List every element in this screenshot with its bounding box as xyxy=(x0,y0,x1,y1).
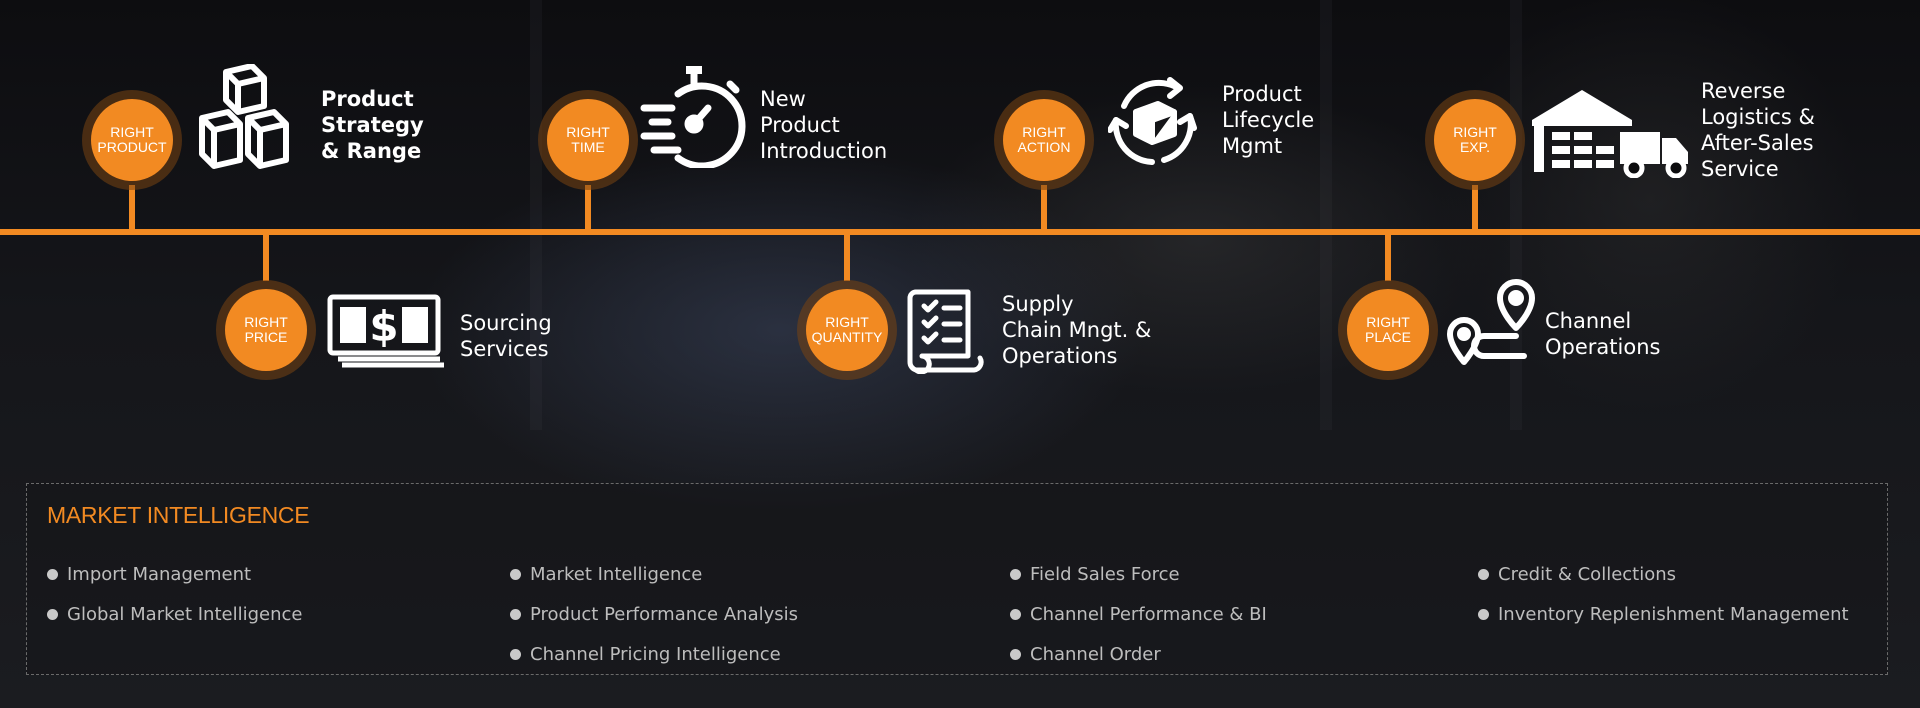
list-item: Market Intelligence xyxy=(510,554,798,594)
node-label-supply-chain: Supply Chain Mngt. & Operations xyxy=(1002,292,1152,368)
badge-right-product: RIGHT PRODUCT xyxy=(82,90,182,190)
market-intelligence-title: MARKET INTELLIGENCE xyxy=(47,502,310,528)
timeline-stem xyxy=(1472,185,1478,231)
checklist-scroll-icon xyxy=(906,288,986,374)
list-item: Field Sales Force xyxy=(1010,554,1267,594)
node-label-product-lifecycle: Product Lifecycle Mgmt xyxy=(1222,82,1315,158)
bullet-icon xyxy=(1478,608,1489,620)
mi-column: Import Management Global Market Intellig… xyxy=(47,554,302,634)
list-item-text: Inventory Replenishment Management xyxy=(1498,603,1849,625)
badge-right-action: RIGHT ACTION xyxy=(994,90,1094,190)
bullet-icon xyxy=(1478,568,1489,580)
market-intelligence-panel: MARKET INTELLIGENCE Import Management Gl… xyxy=(26,483,1888,675)
list-item: Product Performance Analysis xyxy=(510,594,798,634)
route-pins-icon xyxy=(1444,278,1540,370)
badge-text: RIGHT PLACE xyxy=(1347,289,1429,371)
badge-right-exp: RIGHT EXP. xyxy=(1425,90,1525,190)
list-item-text: Global Market Intelligence xyxy=(67,603,303,625)
list-item-text: Credit & Collections xyxy=(1498,563,1677,585)
list-item-text: Channel Performance & BI xyxy=(1030,603,1267,625)
bullet-icon xyxy=(1010,608,1021,620)
warehouse-truck-icon xyxy=(1532,88,1690,178)
bullet-icon xyxy=(510,648,521,660)
node-label-reverse-logistics: Reverse Logistics & After-Sales Service xyxy=(1701,79,1815,181)
timeline-stem xyxy=(129,185,135,231)
list-item-text: Channel Order xyxy=(1030,643,1161,665)
badge-right-price: RIGHT PRICE xyxy=(216,280,316,380)
boxes-icon xyxy=(196,64,304,172)
mi-column: Field Sales Force Channel Performance & … xyxy=(1010,554,1267,674)
timeline-stem xyxy=(1385,231,1391,281)
badge-text: RIGHT TIME xyxy=(547,99,629,181)
bullet-icon xyxy=(510,568,521,580)
badge-right-place: RIGHT PLACE xyxy=(1338,280,1438,380)
badge-text: RIGHT EXP. xyxy=(1434,99,1516,181)
list-item-text: Channel Pricing Intelligence xyxy=(530,643,781,665)
list-item: Channel Order xyxy=(1010,634,1267,674)
node-label-sourcing-services: Sourcing Services xyxy=(460,311,552,361)
bullet-icon xyxy=(510,608,521,620)
list-item-text: Import Management xyxy=(67,563,252,585)
stopwatch-icon xyxy=(638,64,748,168)
list-item: Channel Performance & BI xyxy=(1010,594,1267,634)
money-stack-icon: $ xyxy=(326,293,446,371)
svg-text:$: $ xyxy=(369,302,398,351)
list-item-text: Product Performance Analysis xyxy=(530,603,799,625)
bullet-icon xyxy=(1010,648,1021,660)
mi-column: Market Intelligence Product Performance … xyxy=(510,554,798,674)
background-shelf xyxy=(530,0,542,430)
list-item: Global Market Intelligence xyxy=(47,594,302,634)
badge-text: RIGHT ACTION xyxy=(1003,99,1085,181)
bullet-icon xyxy=(47,568,58,580)
badge-text: RIGHT PRODUCT xyxy=(91,99,173,181)
box-cycle-icon xyxy=(1108,76,1200,166)
list-item-text: Market Intelligence xyxy=(530,563,703,585)
background-shelf xyxy=(1320,0,1332,430)
mi-column: Credit & Collections Inventory Replenish… xyxy=(1478,554,1849,634)
timeline-stem xyxy=(585,185,591,231)
list-item: Inventory Replenishment Management xyxy=(1478,594,1849,634)
timeline-stem xyxy=(263,231,269,281)
timeline-stem xyxy=(1041,185,1047,231)
node-label-new-product-introduction: New Product Introduction xyxy=(760,87,888,163)
list-item-text: Field Sales Force xyxy=(1030,563,1180,585)
timeline-line xyxy=(0,229,1920,235)
node-label-product-strategy: Product Strategy & Range xyxy=(321,87,424,163)
badge-right-time: RIGHT TIME xyxy=(538,90,638,190)
timeline-stem xyxy=(844,231,850,281)
bullet-icon xyxy=(47,608,58,620)
bullet-icon xyxy=(1010,568,1021,580)
badge-right-quantity: RIGHT QUANTITY xyxy=(797,280,897,380)
node-label-channel-operations: Channel Operations xyxy=(1545,309,1661,359)
badge-text: RIGHT PRICE xyxy=(225,289,307,371)
list-item: Import Management xyxy=(47,554,302,594)
list-item: Credit & Collections xyxy=(1478,554,1849,594)
badge-text: RIGHT QUANTITY xyxy=(806,289,888,371)
list-item: Channel Pricing Intelligence xyxy=(510,634,798,674)
